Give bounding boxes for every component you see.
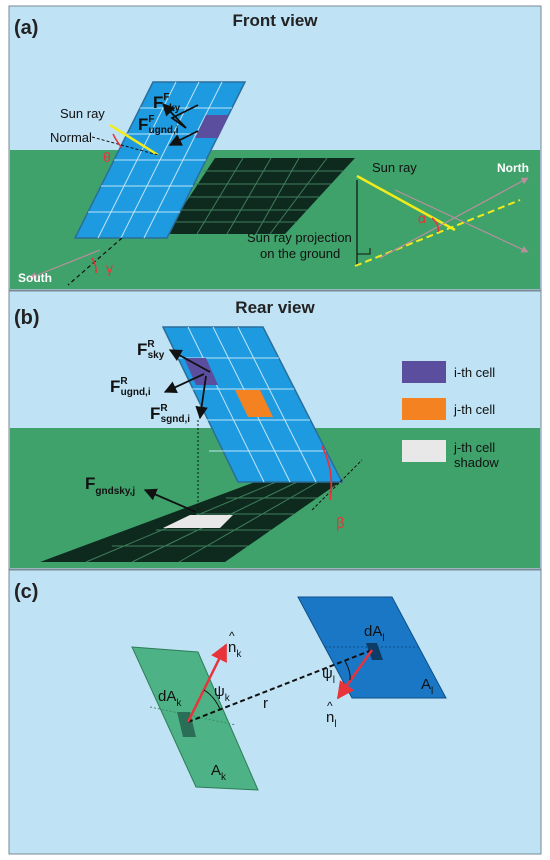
- panel-b-jth-cell-shadow: [163, 515, 233, 528]
- panel-c-nk-hat: ^: [229, 629, 235, 643]
- panel-a-east-west-arrow: [394, 189, 529, 253]
- panel-b-letter: (b): [14, 307, 40, 329]
- panel-a-module-axis: [67, 237, 123, 286]
- panel-a-title: Front view: [232, 11, 318, 30]
- panel-a-sun-ray-right-label: Sun ray: [372, 160, 417, 175]
- legend-label-jth-cell-shadow-1: j-th cell: [453, 440, 495, 455]
- legend-label-ith-cell: i-th cell: [454, 365, 495, 380]
- panel-b-tilt-axis: [311, 459, 363, 511]
- panel-c-letter: (c): [14, 581, 38, 603]
- legend-label-jth-cell: j-th cell: [453, 402, 495, 417]
- panel-a-theta-arc: [112, 133, 123, 149]
- panel-c-background: [8, 569, 542, 855]
- panel-b-fgndsky-label: Fgndsky,j: [85, 474, 135, 497]
- panel-a-projection-line: [354, 199, 521, 267]
- panel-a-fugnd-arrow: [168, 130, 199, 146]
- panel-a-fsky-arrow: [162, 103, 187, 129]
- panel-c-dak-label: dAk: [158, 688, 182, 709]
- panel-b-legend: i-th cell j-th cell j-th cell shadow: [402, 361, 499, 470]
- panel-c-psik-label: ψk: [214, 683, 231, 704]
- panel-c-psil-arc: [344, 660, 351, 681]
- panel-b-beta-arc: [321, 445, 333, 501]
- panel-a-pv-module: [73, 81, 247, 239]
- panel-b-fugnd-arrow: [163, 373, 205, 393]
- legend-swatch-jth-cell-shadow: [402, 440, 446, 462]
- panel-a-gamma-arc: [91, 257, 97, 274]
- panel-c-al-label: Al: [421, 676, 433, 697]
- panel-a-projection-label-1: Sun ray projection: [247, 230, 352, 245]
- panel-b-fsky-arrow: [168, 349, 211, 373]
- panel-a-ground-shadow: [165, 157, 355, 235]
- panel-a-south-label: South: [18, 271, 52, 285]
- panel-a-theta-label: θ: [103, 149, 111, 165]
- panel-c-psil-label: ψl: [322, 665, 335, 686]
- panel-c-surface-ak: [131, 646, 259, 791]
- legend-swatch-jth-cell: [402, 398, 446, 420]
- panel-c-r-label: r: [263, 695, 268, 712]
- panel-c-ak-label: Ak: [211, 762, 227, 783]
- panel-b-ground-shadow: [40, 481, 340, 563]
- panel-b-fgndsky-arrow: [143, 488, 197, 513]
- panel-a-zigzag: [170, 104, 199, 129]
- panel-c-nl-label: nl: [326, 709, 337, 730]
- panel-c-nk-label: nk: [228, 639, 242, 660]
- panel-a-alpha-label: α: [418, 210, 426, 226]
- panel-b-pv-module: [161, 326, 344, 483]
- panel-c-normal-l: [336, 649, 374, 700]
- panel-a-normal-label: Normal: [50, 130, 92, 145]
- panel-a-letter: (a): [14, 17, 38, 39]
- panel-c-dal-patch: [366, 643, 383, 660]
- panel-c-normal-k: [186, 643, 228, 723]
- legend-label-jth-cell-shadow-2: shadow: [454, 455, 499, 470]
- panel-b-jth-cell: [235, 390, 273, 417]
- panel-a-sun-ray-left: [109, 123, 159, 157]
- panel-a-south-arrow: [29, 249, 101, 279]
- panel-a-alpha-arc: [431, 217, 440, 233]
- panel-c-nl-hat: ^: [327, 699, 333, 713]
- panel-c-dal-label: dAl: [364, 623, 385, 644]
- panel-a-normal-line: [91, 136, 159, 156]
- panel-b-ith-cell: [184, 358, 218, 385]
- panel-c-ak-midline: [149, 706, 237, 726]
- panel-c: r nk ^ ψk dAk Ak dAl Al ψl nl ^ (c): [8, 569, 542, 855]
- panel-b-fsgnd-arrow: [195, 375, 208, 420]
- panel-a-ith-cell: [195, 115, 229, 138]
- panel-a-sun-ray-label: Sun ray: [60, 106, 105, 121]
- legend-swatch-ith-cell: [402, 361, 446, 383]
- panel-a-sun-ray-right: [356, 174, 456, 232]
- panel-c-dak-patch: [177, 712, 196, 737]
- panel-c-psik-arc: [203, 689, 221, 710]
- panel-a-projection-label-2: on the ground: [260, 246, 340, 261]
- panel-a-right-angle: [357, 248, 371, 255]
- panel-b-beta-label: β: [336, 515, 345, 532]
- panel-a-gamma-label: γ: [106, 260, 113, 276]
- panel-c-distance-line: [187, 649, 373, 723]
- panel-a-north-label: North: [497, 161, 529, 175]
- panel-b-title: Rear view: [235, 298, 315, 317]
